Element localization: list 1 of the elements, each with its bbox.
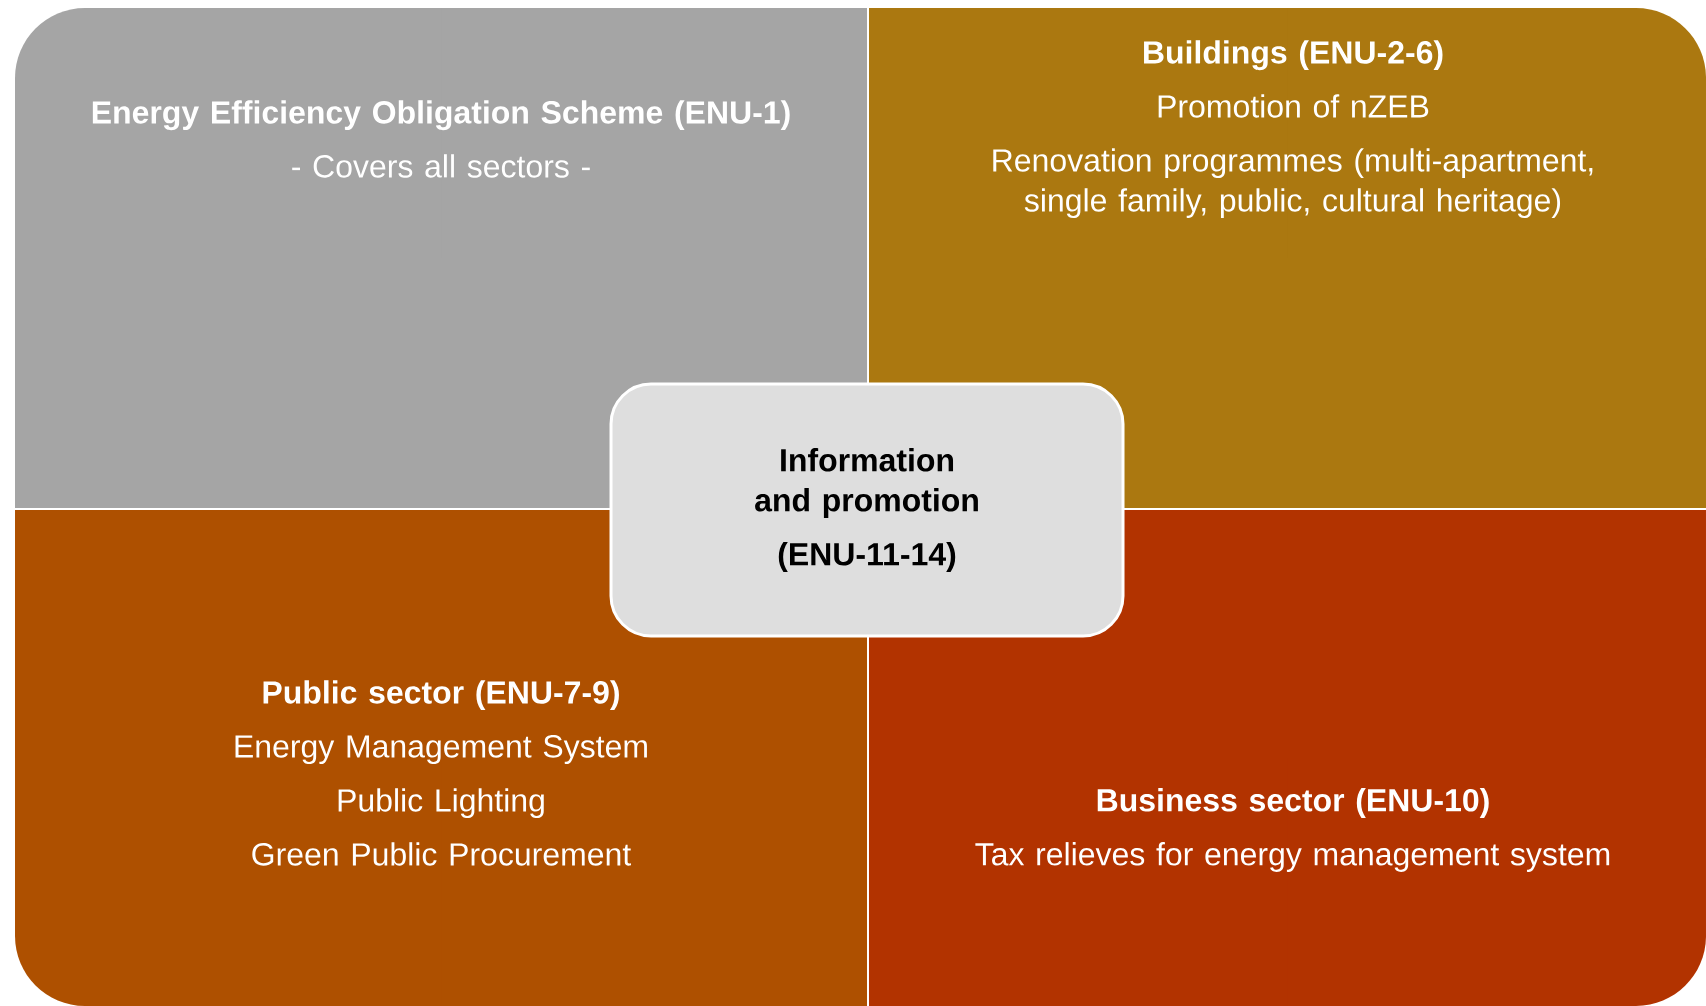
center-box: Information and promotion (ENU-11-14): [609, 382, 1125, 638]
